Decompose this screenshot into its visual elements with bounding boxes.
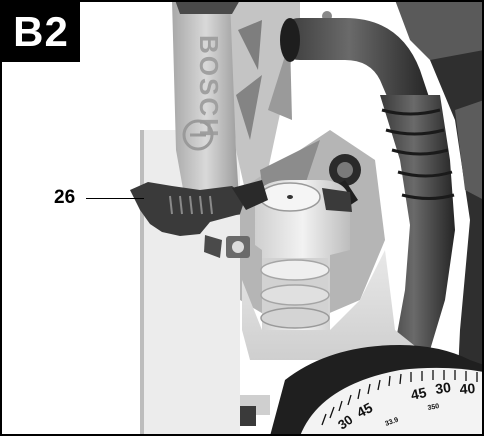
brand-logo: BOSCH: [194, 35, 224, 139]
callout-leader-line: [86, 198, 144, 199]
scale-number: 30: [434, 379, 452, 397]
dust-hose: [380, 95, 455, 350]
callout-number: 26: [54, 187, 76, 208]
scale-small-number: 350: [427, 403, 440, 412]
cast-arm: [172, 0, 240, 215]
scale-number: 45: [354, 399, 375, 421]
scale-small-number: 33.9: [384, 417, 399, 428]
clamp-lever: [130, 182, 246, 236]
scale-number: 30: [335, 412, 355, 433]
dust-hose-elbow: [283, 18, 430, 115]
scale-number: 45: [409, 384, 428, 403]
scale-number: 40: [459, 380, 476, 397]
figure-label-badge: B2: [2, 2, 80, 62]
